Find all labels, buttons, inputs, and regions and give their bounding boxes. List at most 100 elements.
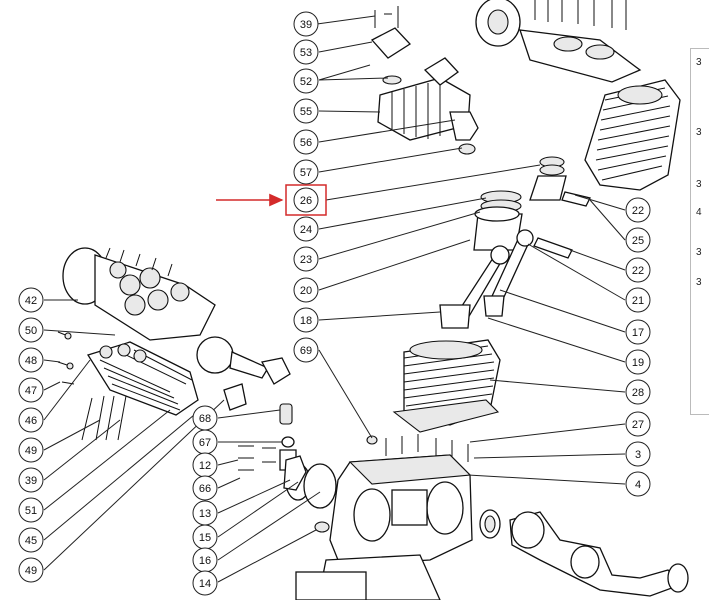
- leader-lines: [43, 15, 626, 583]
- callout-39: 39: [293, 11, 319, 37]
- callout-49-bottom: 49: [18, 557, 44, 583]
- callout-46: 46: [18, 407, 44, 433]
- callout-57: 57: [293, 159, 319, 185]
- table-fragment-cell: 4: [696, 207, 702, 218]
- callout-39-left: 39: [18, 467, 44, 493]
- svg-text:15: 15: [199, 532, 211, 544]
- callout-25: 25: [625, 227, 651, 253]
- svg-text:50: 50: [25, 325, 37, 337]
- table-fragment-cell: 3: [696, 247, 702, 258]
- svg-text:68: 68: [199, 413, 211, 425]
- callout-19: 19: [625, 349, 651, 375]
- svg-text:45: 45: [25, 535, 37, 547]
- table-fragment-cell: 3: [696, 127, 702, 138]
- callout-68: 68: [192, 405, 218, 431]
- crankshaft: [509, 511, 689, 597]
- svg-text:24: 24: [300, 224, 312, 236]
- svg-text:22: 22: [632, 265, 644, 277]
- svg-text:56: 56: [300, 137, 312, 149]
- callout-26-highlighted: 26: [285, 184, 327, 216]
- upper-cylinder: [584, 79, 681, 191]
- callout-14: 14: [192, 570, 218, 596]
- callout-56: 56: [293, 129, 319, 155]
- svg-text:22: 22: [632, 205, 644, 217]
- callout-67: 67: [192, 429, 218, 455]
- svg-text:23: 23: [300, 254, 312, 266]
- callout-55: 55: [293, 98, 319, 124]
- svg-text:49: 49: [25, 565, 37, 577]
- bolts-row: [366, 434, 469, 462]
- svg-text:39: 39: [25, 475, 37, 487]
- parts-artwork: [57, 0, 689, 601]
- callout-24: 24: [293, 216, 319, 242]
- svg-text:51: 51: [25, 505, 37, 517]
- parts-table-fragment: 3 3 3 4 3 3: [690, 48, 709, 415]
- upper-cylinder-head: [475, 0, 642, 83]
- callout-15: 15: [192, 524, 218, 550]
- callout-42: 42: [18, 287, 44, 313]
- callout-22-lower: 22: [625, 257, 651, 283]
- svg-text:52: 52: [300, 76, 312, 88]
- callout-16: 16: [192, 547, 218, 573]
- svg-text:20: 20: [300, 285, 312, 297]
- table-fragment-cell: 3: [696, 277, 702, 288]
- svg-text:13: 13: [199, 508, 211, 520]
- svg-text:55: 55: [300, 106, 312, 118]
- svg-text:12: 12: [199, 460, 211, 472]
- callout-18: 18: [293, 307, 319, 333]
- svg-text:14: 14: [199, 578, 211, 590]
- head-manifold: [370, 6, 479, 155]
- callout-22: 22: [625, 197, 651, 223]
- callout-45: 45: [18, 527, 44, 553]
- crankcase: [295, 454, 473, 601]
- table-fragment-cell: 3: [696, 179, 702, 190]
- svg-text:21: 21: [632, 295, 644, 307]
- intake-filter: [196, 336, 291, 411]
- svg-text:27: 27: [632, 419, 644, 431]
- svg-text:53: 53: [300, 47, 312, 59]
- callout-52: 52: [293, 68, 319, 94]
- svg-text:49: 49: [25, 445, 37, 457]
- svg-text:19: 19: [632, 357, 644, 369]
- callout-21: 21: [625, 287, 651, 313]
- svg-text:17: 17: [632, 327, 644, 339]
- callout-48: 48: [18, 347, 44, 373]
- callout-20: 20: [293, 277, 319, 303]
- highlight-box: [285, 184, 327, 216]
- callout-51: 51: [18, 497, 44, 523]
- svg-text:42: 42: [25, 295, 37, 307]
- svg-text:48: 48: [25, 355, 37, 367]
- svg-text:66: 66: [199, 483, 211, 495]
- svg-text:3: 3: [635, 449, 641, 461]
- connecting-rods: [439, 229, 534, 329]
- callout-27: 27: [625, 411, 651, 437]
- svg-text:28: 28: [632, 387, 644, 399]
- callout-12: 12: [192, 452, 218, 478]
- svg-text:16: 16: [199, 555, 211, 567]
- left-cylinder: [86, 341, 199, 416]
- callout-23: 23: [293, 246, 319, 272]
- piston-assembly: [473, 156, 591, 259]
- callout-53: 53: [293, 39, 319, 65]
- svg-text:39: 39: [300, 19, 312, 31]
- callout-4: 4: [625, 471, 651, 497]
- svg-text:25: 25: [632, 235, 644, 247]
- callout-69: 69: [293, 337, 319, 363]
- svg-text:57: 57: [300, 167, 312, 179]
- table-fragment-cell: 3: [696, 57, 702, 68]
- callout-17: 17: [625, 319, 651, 345]
- svg-text:69: 69: [300, 345, 312, 357]
- left-cylinder-head: [62, 247, 216, 341]
- svg-text:47: 47: [25, 385, 37, 397]
- svg-text:18: 18: [300, 315, 312, 327]
- lower-cylinder: [392, 339, 501, 433]
- callout-28: 28: [625, 379, 651, 405]
- callout-13: 13: [192, 500, 218, 526]
- svg-text:46: 46: [25, 415, 37, 427]
- callout-49: 49: [18, 437, 44, 463]
- fittings: [238, 403, 307, 491]
- callout-50: 50: [18, 317, 44, 343]
- callout-labels: 39 53 52 55 56 57 26 24 23 20 18 69 42 5…: [18, 11, 651, 596]
- svg-text:4: 4: [635, 479, 641, 491]
- svg-text:67: 67: [199, 437, 211, 449]
